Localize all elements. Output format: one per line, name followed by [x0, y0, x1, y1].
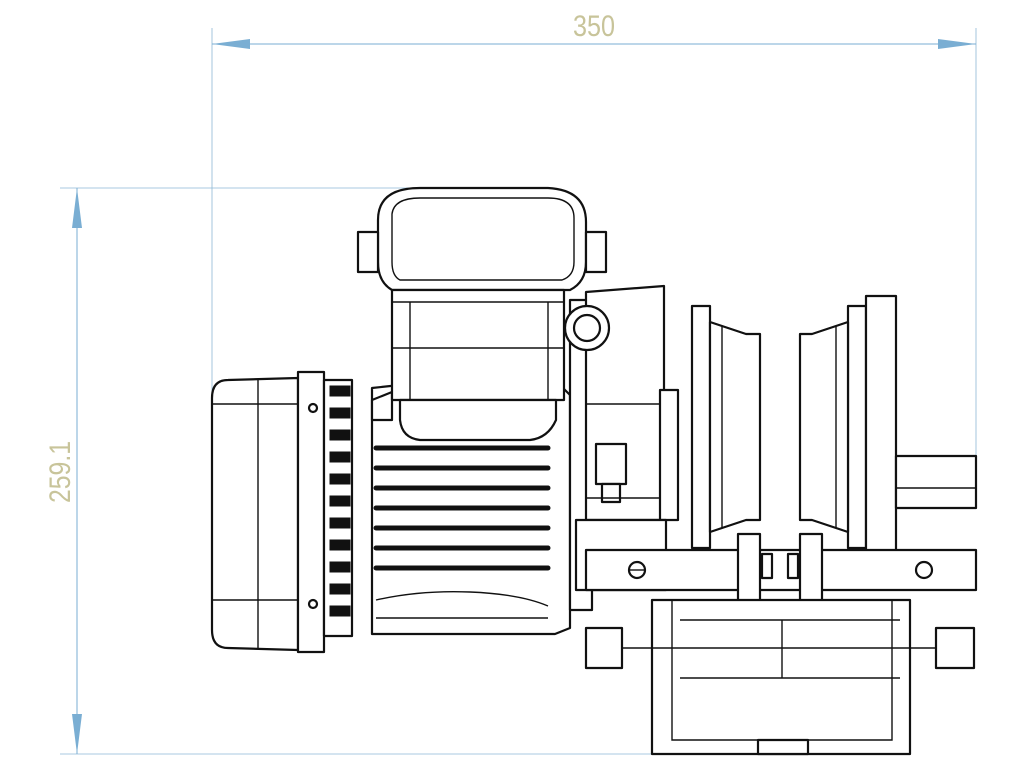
right-roller	[798, 294, 978, 554]
fan-cover	[210, 376, 300, 652]
width-dimension-label: 350	[573, 10, 615, 43]
motor-flange	[296, 370, 354, 654]
motor-body	[370, 383, 572, 636]
support-frame	[584, 532, 978, 756]
height-dimension-label: 259.1	[44, 441, 77, 503]
width-dimension: 350	[211, 10, 977, 455]
height-dimension: 259.1	[44, 187, 660, 755]
left-roller	[690, 304, 762, 550]
terminal-box	[356, 186, 608, 442]
